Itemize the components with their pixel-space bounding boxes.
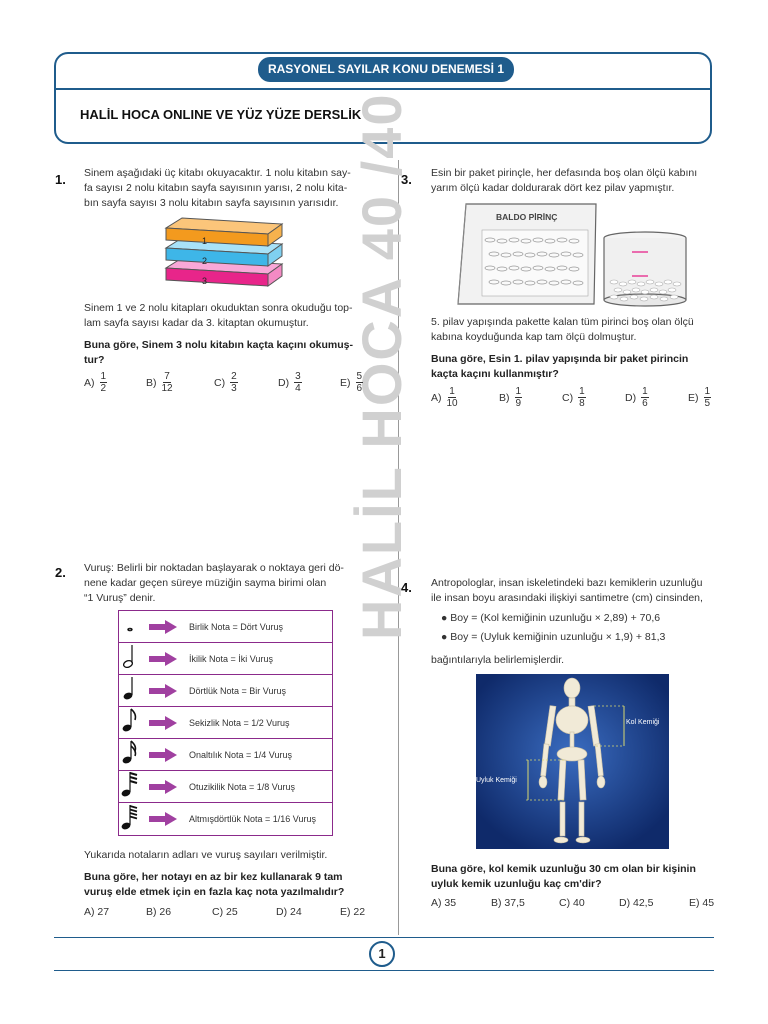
q2-options: A) 27 B) 26 C) 25 D) 24 E) 22 [84,906,384,918]
eighth-note-icon [119,707,141,738]
bullet-icon: ● [441,631,451,643]
q2-option-d[interactable]: D) 24 [276,906,302,918]
arrow-icon [149,619,177,634]
note-row: 𝅝 Birlik Nota = Dört Vuruş [119,611,332,643]
rice-illustration: BALDO PİRİNÇ [457,203,687,307]
note-row: Altmışdörtlük Nota = 1/16 Vuruş [119,803,332,835]
arrow-icon [149,715,177,730]
footer-line-bottom [54,970,714,971]
q4-question: Buna göre, kol kemik uzunluğu 30 cm olan… [431,863,696,890]
q1-question: Buna göre, Sinem 3 nolu kitabın kaçta ka… [84,339,353,366]
footer-line-top [54,937,714,938]
thirtysecond-note-icon [119,771,141,802]
q1-number: 1. [55,172,66,187]
sixteenth-note-icon [119,739,141,770]
q2-option-a[interactable]: A) 27 [84,906,110,918]
q4-option-b[interactable]: B) 37,5 [491,897,525,909]
note-row: Onaltılık Nota = 1/4 Vuruş [119,739,332,771]
uyluk-kemigi-label: Uyluk Kemiği [476,777,517,784]
arrow-icon [149,812,177,826]
q2-number: 2. [55,565,66,580]
note-row: Otuzikilik Nota = 1/8 Vuruş [119,771,332,803]
q2-text-2: Yukarıda notaların adları ve vuruş sayıl… [84,849,328,861]
q4-text: Antropologlar, insan iskeletindeki bazı … [431,577,703,604]
arrow-icon [149,747,177,762]
books-illustration: 1 2 3 [164,217,284,287]
kol-kemigi-label: Kol Kemiği [626,719,660,726]
q3-text-2: 5. pilav yapışında pakette kalan tüm pir… [431,316,694,343]
note-row: İkilik Nota = İki Vuruş [119,643,332,675]
q4-option-d[interactable]: D) 42,5 [619,897,654,909]
note-row: Dörtlük Nota = Bir Vuruş [119,675,332,707]
q1-text: Sinem aşağıdaki üç kitabı okuyacaktır. 1… [84,167,351,209]
q2-text: Vuruş: Belirli bir noktadan başlayarak o… [84,562,344,604]
note-row: Sekizlik Nota = 1/2 Vuruş [119,707,332,739]
q4-option-e[interactable]: E) 45 [689,897,715,909]
bullet-icon: ● [441,612,451,624]
header-divider [56,88,710,90]
book-label-3: 3 [202,276,207,286]
q2-option-b[interactable]: B) 26 [146,906,172,918]
q4-option-c[interactable]: C) 40 [559,897,585,909]
page-subtitle: HALİL HOCA ONLINE VE YÜZ YÜZE DERSLİK [80,107,362,122]
rice-package-label: BALDO PİRİNÇ [496,212,557,222]
q4-options: A) 35 B) 37,5 C) 40 D) 42,5 E) 45 [431,897,721,909]
q3-text: Esin bir paket pirinçle, her defasında b… [431,167,698,194]
q4-bullets: ● Boy = (Kol kemiğinin uzunluğu × 2,89) … [441,612,666,643]
skeleton-illustration: Kol Kemiği Uyluk Kemiği [476,674,669,849]
arrow-icon [149,651,177,666]
q1-text-2: Sinem 1 ve 2 nolu kitapları okuduktan so… [84,302,353,329]
whole-note-icon: 𝅝 [127,618,133,635]
half-note-icon [119,643,141,674]
column-divider [398,160,399,935]
quarter-note-icon [119,675,141,706]
note-table: 𝅝 Birlik Nota = Dört Vuruş İkilik Nota =… [118,610,333,836]
q3-question: Buna göre, Esin 1. pilav yapışında bir p… [431,353,689,380]
q4-number: 4. [401,580,412,595]
q3-number: 3. [401,172,412,187]
page-number: 1 [369,941,395,967]
q4-option-a[interactable]: A) 35 [431,897,457,909]
q2-question: Buna göre, her notayı en az bir kez kull… [84,871,345,898]
q4-text-2: bağıntılarıyla belirlemişlerdir. [431,654,565,666]
q2-option-c[interactable]: C) 25 [212,906,238,918]
book-label-1: 1 [202,236,207,246]
exam-title: RASYONEL SAYILAR KONU DENEMESİ 1 [258,57,514,82]
header-box [54,52,712,144]
skeleton-image: Kol Kemiği Uyluk Kemiği [476,674,669,849]
arrow-icon [149,683,177,698]
sixtyfourth-note-icon [119,804,141,835]
arrow-icon [149,779,177,794]
q2-option-e[interactable]: E) 22 [340,906,366,918]
book-label-2: 2 [202,256,207,266]
